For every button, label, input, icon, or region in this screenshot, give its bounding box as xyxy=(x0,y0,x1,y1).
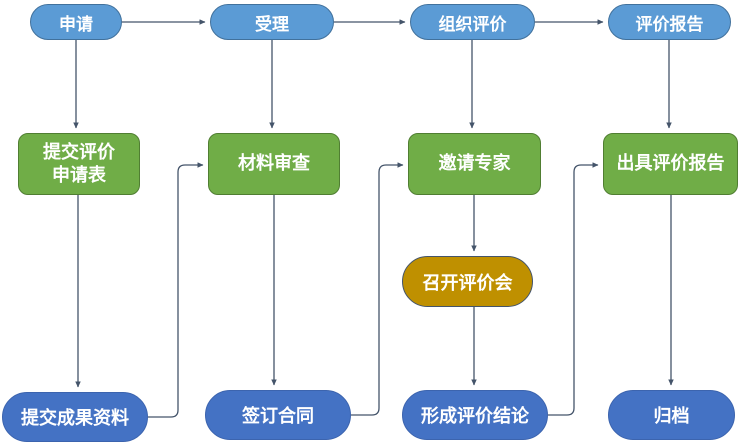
node-label: 出具评价报告 xyxy=(616,153,725,174)
edge-materials-to-review xyxy=(148,162,204,418)
node-label: 受理 xyxy=(255,14,289,34)
node-archive: 归档 xyxy=(608,390,735,440)
node-hold-evaluation-meeting: 召开评价会 xyxy=(402,256,533,307)
node-label: 组织评价 xyxy=(438,14,507,34)
node-label: 形成评价结论 xyxy=(421,406,529,426)
node-accept: 受理 xyxy=(210,4,334,40)
node-material-review: 材料审查 xyxy=(208,133,340,195)
node-submit-achievement-materials: 提交成果资料 xyxy=(2,392,148,442)
node-label: 召开评价会 xyxy=(422,272,513,293)
node-apply: 申请 xyxy=(30,4,122,40)
node-sign-contract: 签订合同 xyxy=(205,390,351,440)
edge-conclusion-to-issue xyxy=(548,162,599,416)
node-label: 签订合同 xyxy=(242,406,314,426)
node-label: 申请 xyxy=(59,14,93,34)
node-label-line1: 提交评价 xyxy=(43,141,115,162)
node-label: 提交成果资料 xyxy=(21,408,129,428)
node-label-line2: 申请表 xyxy=(52,165,106,185)
edge-contract-to-experts xyxy=(351,162,404,416)
node-organize-evaluation: 组织评价 xyxy=(410,4,535,40)
node-label: 归档 xyxy=(653,406,690,426)
node-form-evaluation-conclusion: 形成评价结论 xyxy=(402,390,548,440)
node-submit-application-form: 提交评价 申请表 xyxy=(18,133,140,195)
node-label: 邀请专家 xyxy=(438,153,511,174)
node-issue-evaluation-report: 出具评价报告 xyxy=(603,133,738,195)
node-label: 材料审查 xyxy=(238,153,310,174)
node-label: 评价报告 xyxy=(635,14,704,34)
node-evaluation-report: 评价报告 xyxy=(608,4,731,40)
node-invite-experts: 邀请专家 xyxy=(408,133,541,195)
